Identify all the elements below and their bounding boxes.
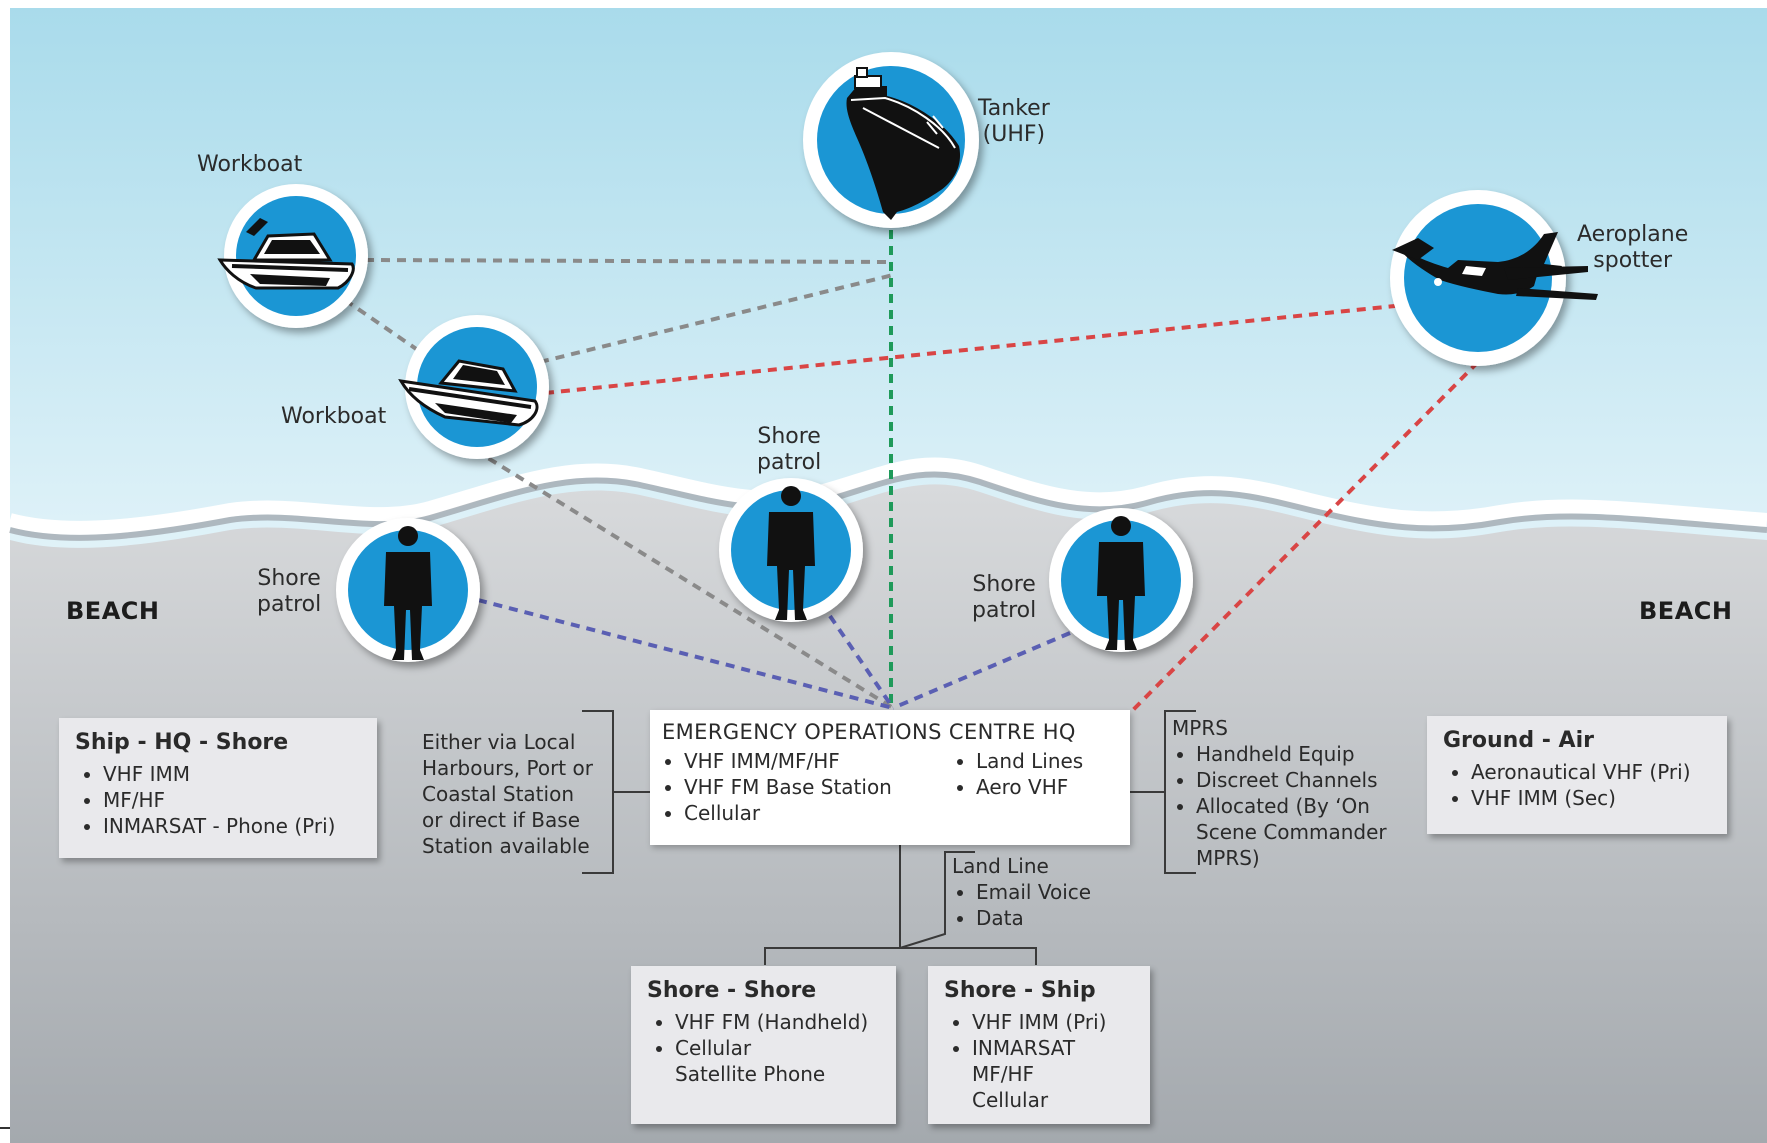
ground-air-title: Ground - Air [1443,728,1594,753]
grey-links [343,258,895,710]
bullet-item: VHF IMM/MF/HF [684,748,954,774]
bullet-item: MF/HF [103,787,361,813]
bullet-item: Allocated (By ‘On Scene Commander MPRS) [1196,793,1387,871]
land-line-block: Land Line Email VoiceData [952,853,1091,931]
bullet-item: INMARSAT MF/HF Cellular [972,1035,1134,1113]
bullet-item: VHF IMM (Pri) [972,1009,1134,1035]
bullet-item: VHF FM Base Station [684,774,954,800]
node-aeroplane[interactable] [1390,190,1598,366]
shore-patrol-left-line1: Shore [257,566,321,591]
link-aeroplane-eoc [1131,360,1480,712]
motorboat-icon [398,359,539,427]
tanker-label-line2: (UHF) [982,122,1046,147]
aeroplane-label-line1: Aeroplane [1577,222,1689,247]
bullet-item: Cellular Satellite Phone [675,1035,880,1087]
tanker-label-line1: Tanker [978,96,1050,121]
bullet-item: Aero VHF [976,774,1083,800]
bullet-item: Handheld Equip [1196,741,1387,767]
bullet-item: Discreet Channels [1196,767,1387,793]
land-line-list: Email VoiceData [952,879,1091,931]
shore-ship-box: Shore - Ship VHF IMM (Pri)INMARSAT MF/HF… [928,966,1150,1124]
eoc-list-1: VHF IMM/MF/HFVHF FM Base StationCellular [662,748,954,826]
bullet-item: VHF FM (Handheld) [675,1009,880,1035]
person-icon [1097,516,1145,650]
bracket-either [582,710,650,874]
shore-patrol-mid-label: Shore patrol [757,424,821,476]
shoreline-wave [8,457,1767,535]
bullet-item: VHF IMM [103,761,361,787]
ground-air-list: Aeronautical VHF (Pri)VHF IMM (Sec) [1443,759,1711,811]
shoreline-shadow [9,471,1767,541]
link-workboat2-aeroplane [544,304,1396,395]
shore-ship-title: Shore - Ship [944,978,1096,1003]
shore-patrol-mid-line2: patrol [757,450,822,475]
person-icon [767,486,815,620]
workboat-1-label: Workboat [197,152,303,177]
motorboat-icon [217,218,355,290]
shore-shore-box: Shore - Shore VHF FM (Handheld)Cellular … [631,966,896,1124]
tanker-label: Tanker (UHF) [978,96,1050,148]
shore-patrol-right-line2: patrol [972,598,1037,623]
ship-hq-shore-title: Ship - HQ - Shore [75,730,289,755]
node-workboat-2[interactable] [398,315,549,459]
shore-patrol-right-line1: Shore [972,572,1036,597]
mprs-title: MPRS [1172,716,1228,740]
beach-label-left: BEACH [66,597,160,625]
bullet-item: Land Lines [976,748,1083,774]
mprs-block: MPRS Handheld EquipDiscreet ChannelsAllo… [1172,715,1387,871]
node-tanker[interactable] [803,52,979,228]
red-links [544,304,1480,712]
link-shore-right-eoc [892,631,1071,710]
eoc-list-2: Land LinesAero VHF [954,748,1083,826]
node-workboat-1[interactable] [217,184,368,328]
person-icon [384,526,432,660]
ship-hq-shore-box: Ship - HQ - Shore VHF IMMMF/HFINMARSAT -… [59,718,377,858]
link-workboat2-eoc [473,448,895,710]
land-line-title: Land Line [952,854,1049,878]
purple-links [477,598,1071,710]
eoc-title: EMERGENCY OPERATIONS CENTRE HQ [662,720,1076,744]
ship-hq-shore-list: VHF IMMMF/HFINMARSAT - Phone (Pri) [75,761,361,839]
bracket-mprs [1130,710,1196,874]
link-shore-mid-eoc [828,614,895,710]
node-shore-patrol-mid[interactable] [719,478,863,622]
ground-air-box: Ground - Air Aeronautical VHF (Pri)VHF I… [1427,716,1727,834]
shore-patrol-left-label: Shore patrol [257,566,321,618]
bullet-item: INMARSAT - Phone (Pri) [103,813,361,839]
node-shore-patrol-left[interactable] [336,518,480,662]
shore-shore-title: Shore - Shore [647,978,817,1003]
shore-shore-list: VHF FM (Handheld)Cellular Satellite Phon… [647,1009,880,1087]
eoc-hq-box: EMERGENCY OPERATIONS CENTRE HQ VHF IMM/M… [650,710,1130,845]
shore-ship-list: VHF IMM (Pri)INMARSAT MF/HF Cellular [944,1009,1134,1113]
shore-patrol-right-label: Shore patrol [972,572,1036,624]
bullet-item: Aeronautical VHF (Pri) [1471,759,1711,785]
mprs-list: Handheld EquipDiscreet ChannelsAllocated… [1172,741,1387,871]
shore-patrol-mid-line1: Shore [757,424,821,449]
bullet-item: Email Voice [976,879,1091,905]
bullet-item: Data [976,905,1091,931]
workboat-2-label: Workboat [281,404,387,429]
node-shore-patrol-right[interactable] [1049,508,1193,652]
link-workboat1-tanker [364,258,894,264]
tree-connectors [764,845,1037,965]
link-shore-left-eoc [477,598,894,710]
either-note: Either via Local Harbours, Port or Coast… [422,730,593,858]
aeroplane-label: Aeroplane spotter [1577,222,1688,274]
shore-patrol-left-line2: patrol [257,592,322,617]
bullet-item: VHF IMM (Sec) [1471,785,1711,811]
link-workboat2-tanker [539,273,894,364]
bullet-item: Cellular [684,800,954,826]
aeroplane-label-line2: spotter [1593,248,1672,273]
link-workboat1-workboat2 [343,298,427,357]
tanker-ship-icon [846,67,961,220]
beach-label-right: BEACH [1639,597,1733,625]
airplane-icon [1392,232,1598,300]
